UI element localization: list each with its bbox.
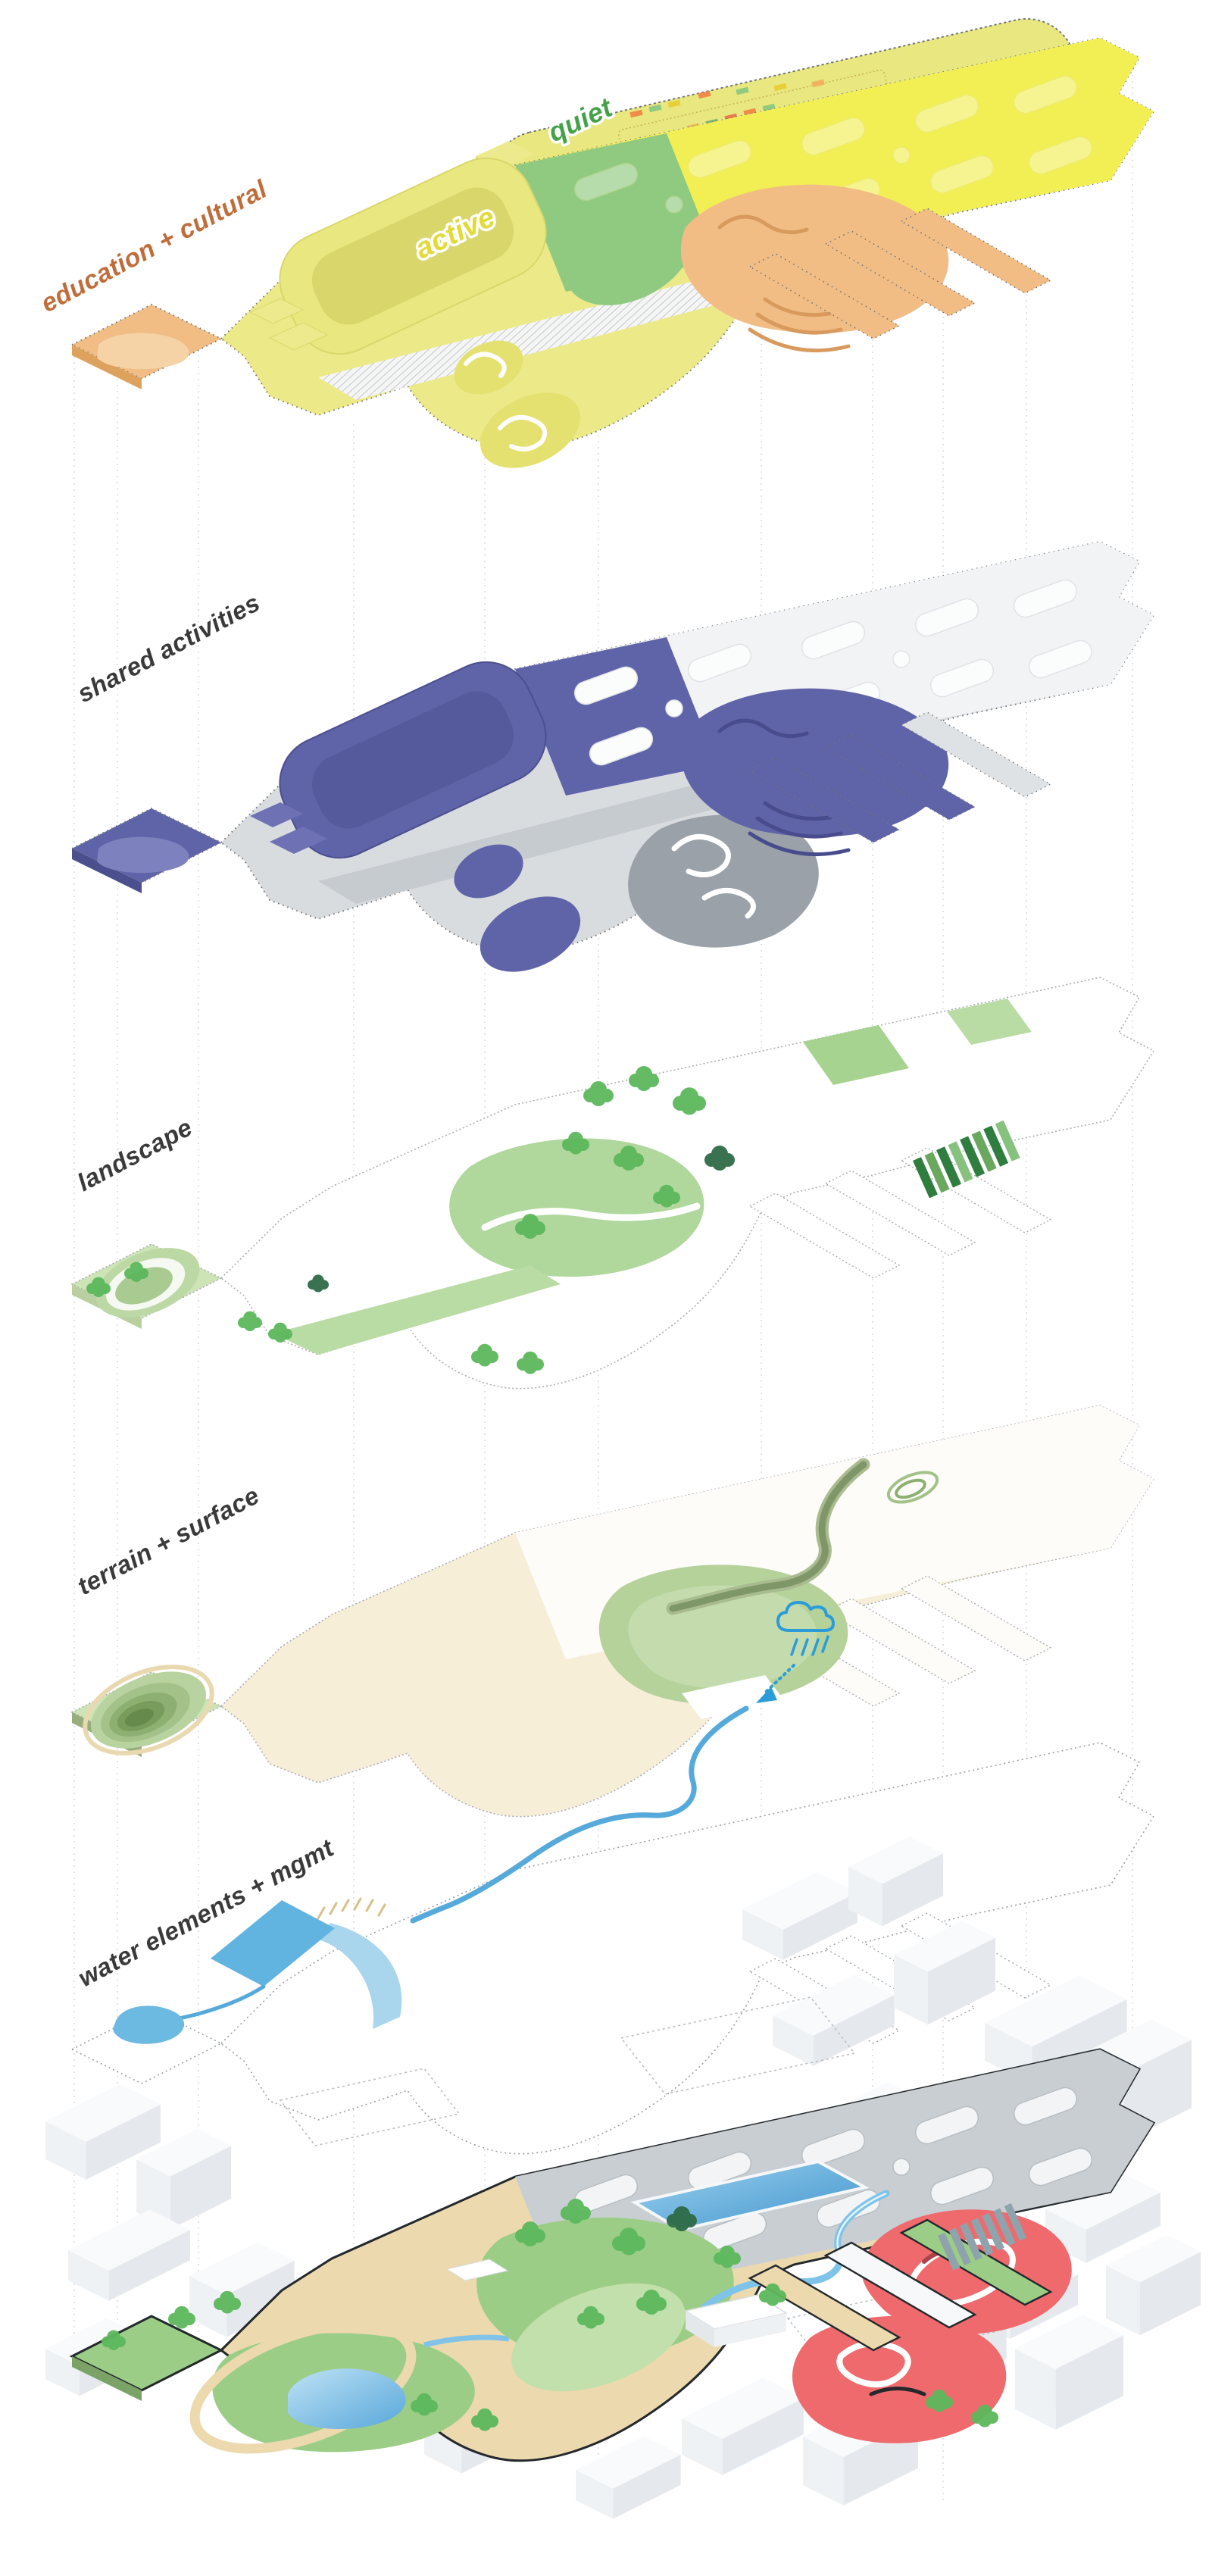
play-knolls: [454, 340, 581, 468]
layer-label-landscape: landscape: [73, 1113, 197, 1197]
pool-beach-swoosh: [318, 1923, 402, 2029]
red-play-zone-lower: [792, 2315, 1007, 2443]
layer-landscape: landscape: [71, 977, 1154, 1390]
layer-label-shared-activities: shared activities: [73, 588, 264, 708]
rain-cloud-icon: [756, 1601, 835, 1703]
composite-pond: [288, 2368, 406, 2430]
layer-terrain-surface: terrain + surface: [71, 1405, 1154, 1818]
zone-label-education-cultural: education + cultural: [36, 174, 273, 318]
amphitheater-steps: [938, 2202, 1027, 2271]
terrain-squiggles: [717, 214, 851, 353]
planting-terrace-rows: [913, 1120, 1020, 1199]
upper-mini-mound: [886, 1471, 939, 1504]
layer-composite-plan: [70, 2048, 1155, 2462]
water-pool: [211, 1900, 335, 1987]
layer-shared-activities: shared activities: [71, 541, 1154, 972]
tip-crater-mound: [83, 1665, 214, 1755]
layer-program-zones: education + cultural active quiet: [36, 37, 1154, 468]
composite-pool: [630, 2159, 870, 2232]
pond-teardrop: [113, 2005, 185, 2044]
layer-label-terrain-surface: terrain + surface: [73, 1481, 264, 1601]
gray-mound-area: [628, 814, 819, 948]
pool-building-slab: [248, 157, 547, 355]
swale-channel: [666, 1458, 870, 1615]
park-pavilion: [445, 2259, 788, 2347]
stream-upper: [410, 1705, 749, 1924]
weir-ticks: [317, 1897, 386, 1920]
